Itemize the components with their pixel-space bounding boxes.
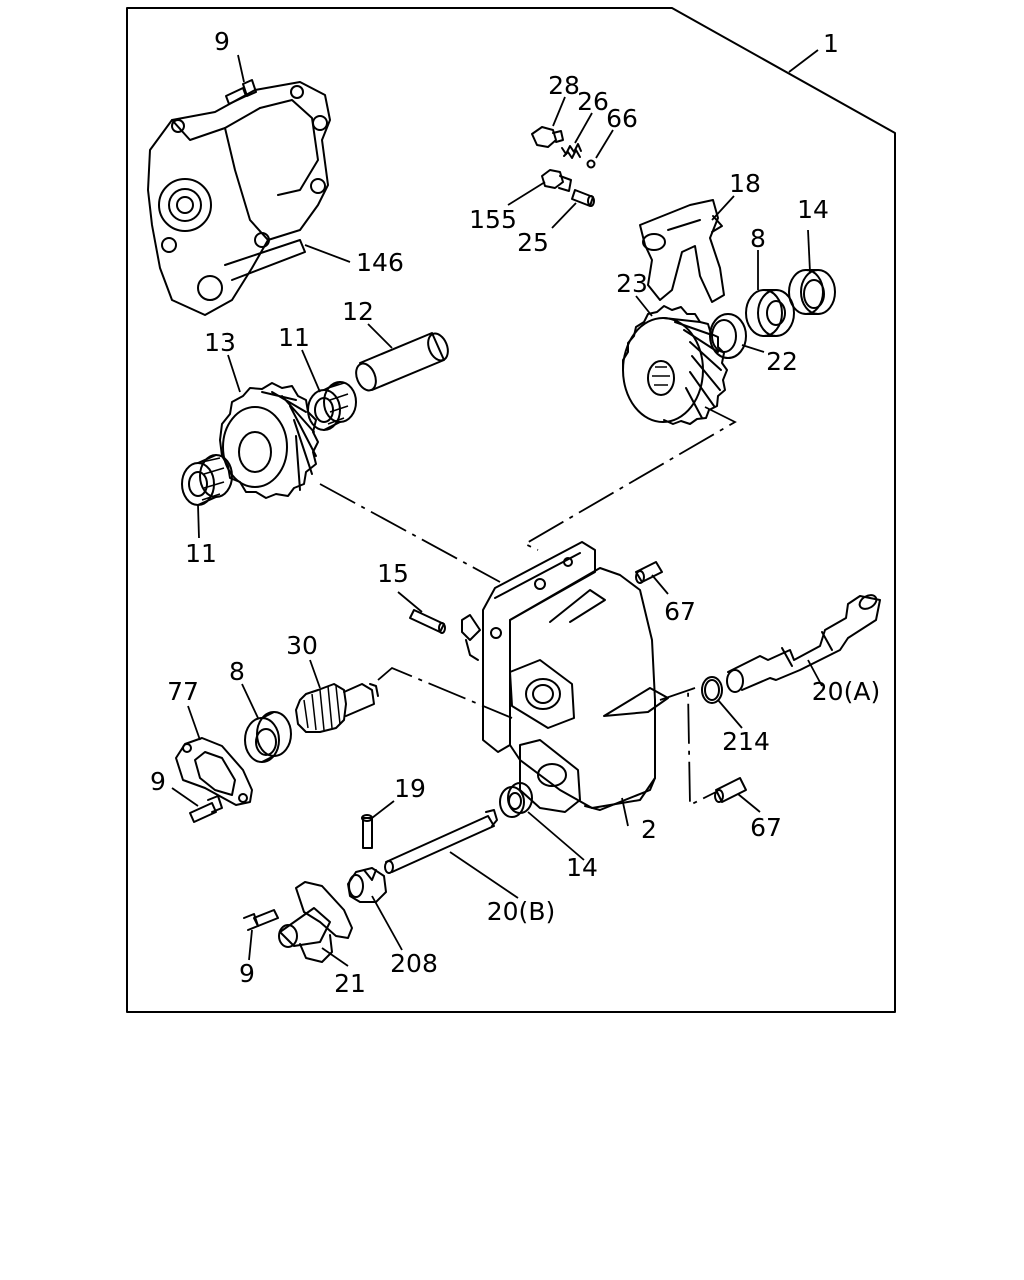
bolt-9-mid xyxy=(189,795,223,823)
assembly-line-shaft20a xyxy=(659,687,717,807)
snap-ring-214 xyxy=(701,676,723,704)
callout-214: 214 xyxy=(722,727,770,756)
pin-19 xyxy=(361,814,373,849)
callout-67-top: 67 xyxy=(664,597,696,626)
callout-155: 155 xyxy=(469,205,517,234)
pinion-30 xyxy=(295,683,379,733)
callout-20a: 20(A) xyxy=(812,677,880,706)
assembly-line-pinion xyxy=(377,666,513,719)
shaft-12 xyxy=(355,332,449,392)
callout-66: 66 xyxy=(606,104,638,133)
spring-26 xyxy=(561,143,582,159)
pin-67-bottom xyxy=(714,777,747,803)
callout-2: 2 xyxy=(641,815,657,844)
bearing-8-top xyxy=(745,289,795,337)
callout-14-bottom: 14 xyxy=(566,853,598,882)
callout-1: 1 xyxy=(823,29,839,58)
callout-146: 146 xyxy=(356,248,404,277)
bolt-9-bottom xyxy=(243,909,279,931)
plug-155 xyxy=(541,169,572,192)
callout-9-mid: 9 xyxy=(150,767,166,796)
gear-13 xyxy=(219,382,319,499)
callout-20b: 20(B) xyxy=(487,897,555,926)
callout-11-top: 11 xyxy=(278,323,310,352)
collar-208 xyxy=(347,867,387,903)
assembly-line-gear23 xyxy=(523,406,737,551)
callout-77: 77 xyxy=(167,677,199,706)
callout-8-top: 8 xyxy=(750,224,766,253)
callout-208: 208 xyxy=(390,949,438,978)
callout-8-bottom: 8 xyxy=(229,657,245,686)
pump-housing xyxy=(147,81,331,316)
gear-23 xyxy=(622,305,728,425)
ring-14-top xyxy=(788,269,836,315)
callout-11-bottom: 11 xyxy=(185,539,217,568)
main-housing-2 xyxy=(461,541,669,813)
assembly-line-gear13 xyxy=(319,483,501,583)
callout-30: 30 xyxy=(286,631,318,660)
callout-25: 25 xyxy=(517,228,549,257)
shaft-20b xyxy=(384,809,498,874)
leader-lines xyxy=(171,49,823,967)
needle-bearing-11-top xyxy=(307,381,357,431)
bearing-8-bottom xyxy=(244,711,292,763)
callout-21: 21 xyxy=(334,969,366,998)
washer-22 xyxy=(709,313,747,359)
cover-77 xyxy=(175,737,253,806)
callout-18: 18 xyxy=(729,169,761,198)
cover-21 xyxy=(278,881,353,963)
ball-66 xyxy=(586,159,596,169)
pin-25 xyxy=(571,189,595,207)
callout-19: 19 xyxy=(394,774,426,803)
callout-22: 22 xyxy=(766,347,798,376)
ring-14-bottom xyxy=(499,782,533,818)
shift-fork-18 xyxy=(639,199,725,303)
shaft-20a xyxy=(726,594,881,693)
pin-15 xyxy=(409,609,446,634)
callout-28: 28 xyxy=(548,71,580,100)
callout-9-bottom: 9 xyxy=(239,959,255,988)
callout-14-top: 14 xyxy=(797,195,829,224)
pin-67-top xyxy=(635,561,663,584)
callout-67-bottom: 67 xyxy=(750,813,782,842)
plug-28 xyxy=(531,126,564,148)
callout-12: 12 xyxy=(342,297,374,326)
callout-13: 13 xyxy=(204,328,236,357)
callout-15: 15 xyxy=(377,559,409,588)
callout-9-top: 9 xyxy=(214,27,230,56)
diagram-frame xyxy=(126,7,896,1013)
callout-23: 23 xyxy=(616,269,648,298)
bolt-9-top xyxy=(225,79,257,105)
callout-26: 26 xyxy=(577,87,609,116)
